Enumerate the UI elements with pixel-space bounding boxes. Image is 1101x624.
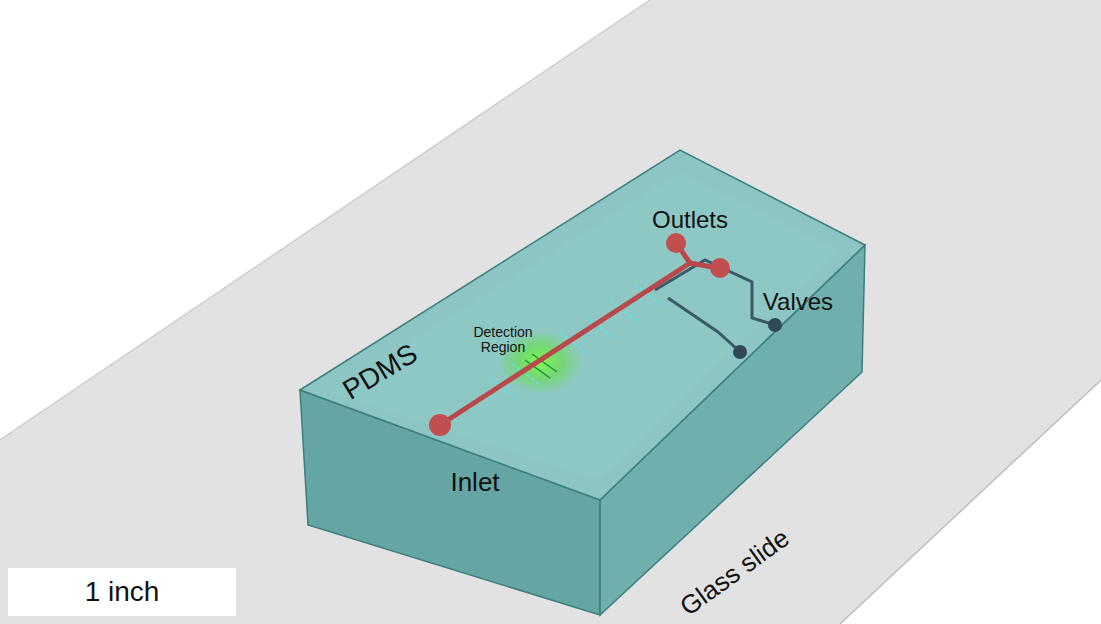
part-label: Inlet bbox=[450, 468, 499, 497]
valve-port bbox=[733, 345, 747, 359]
outlet-port bbox=[666, 233, 686, 253]
scale-label: 1 inch bbox=[85, 577, 160, 608]
region-label: Detection Region bbox=[462, 325, 544, 356]
inlet-port bbox=[429, 414, 451, 436]
part-label: Valves bbox=[763, 289, 833, 315]
pdms-inner-face bbox=[330, 172, 838, 480]
part-label: Outlets bbox=[652, 207, 728, 233]
pdms-top-face bbox=[300, 150, 865, 500]
outlet-port bbox=[710, 258, 730, 278]
slide-edge bbox=[840, 380, 1101, 624]
fluid-channel bbox=[440, 243, 718, 425]
scale-bar bbox=[8, 568, 236, 616]
valve-port bbox=[768, 318, 782, 332]
